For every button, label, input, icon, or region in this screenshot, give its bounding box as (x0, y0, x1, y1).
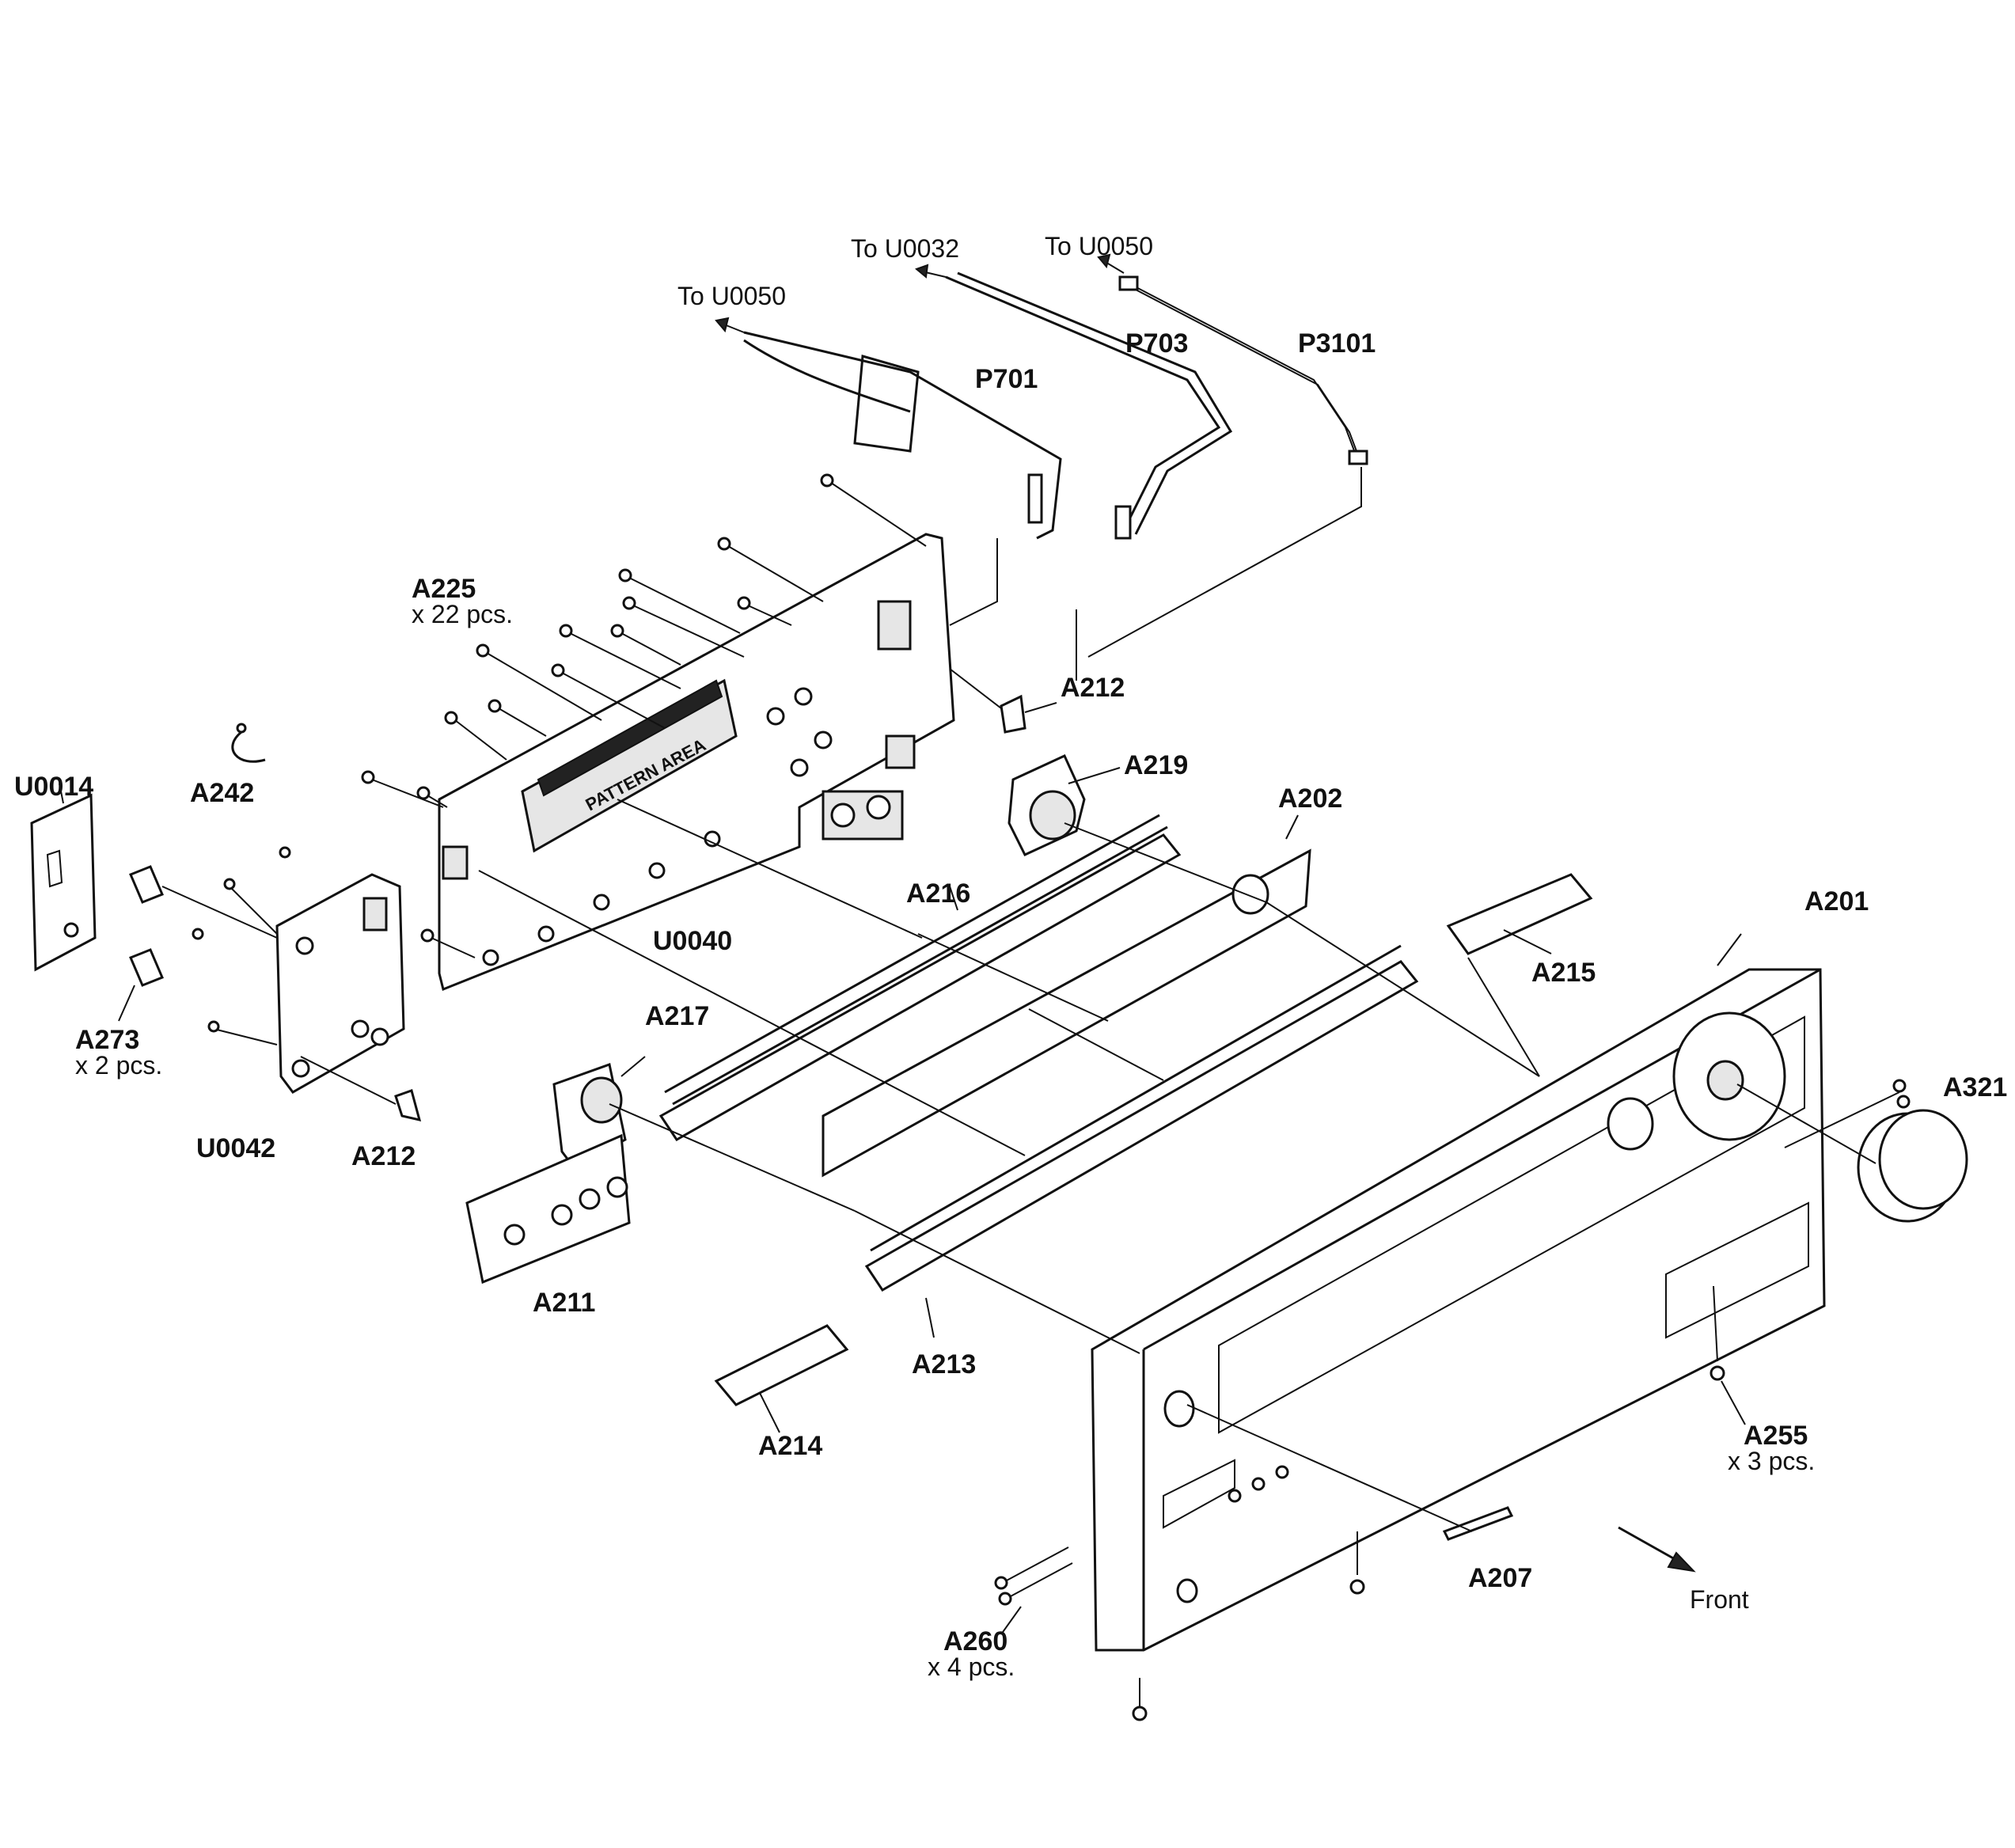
label-a215: A215 (1531, 958, 1596, 988)
label-a201: A201 (1804, 886, 1869, 916)
screws-a260 (994, 1546, 1148, 1721)
label-a260: A260 (943, 1626, 1008, 1656)
label-u0014: U0014 (14, 772, 93, 802)
part-a211 (465, 1133, 631, 1284)
screws-a225 (361, 473, 927, 958)
board-u0014 (30, 783, 97, 972)
label-a255-qty: x 3 pcs. (1728, 1447, 1815, 1475)
label-a214: A214 (758, 1431, 822, 1461)
front-arrow-icon (1618, 1526, 1696, 1573)
cable-routing-lines (949, 467, 1362, 681)
window-a202 (822, 814, 1311, 1178)
label-a213: A213 (912, 1349, 976, 1379)
label-u0042: U0042 (196, 1133, 275, 1163)
label-p3101: P3101 (1298, 328, 1376, 359)
label-a212-lower: A212 (351, 1141, 416, 1171)
label-a216: A216 (906, 878, 970, 909)
label-a260-qty: x 4 pcs. (928, 1653, 1015, 1681)
cable-p703 (945, 271, 1233, 540)
part-a215 (1446, 873, 1593, 955)
label-a273: A273 (75, 1025, 139, 1055)
cable-arrow-icons (715, 253, 1125, 333)
label-a217: A217 (645, 1001, 709, 1031)
button-strip-a213 (864, 944, 1419, 1338)
cable-p701 (743, 331, 1062, 540)
label-a242: A242 (190, 778, 254, 808)
label-a219: A219 (1124, 750, 1188, 780)
label-to-u0050-right: To U0050 (1045, 232, 1153, 260)
part-a207 (1186, 1404, 1514, 1541)
label-u0040: U0040 (653, 926, 732, 956)
label-a211: A211 (533, 1288, 595, 1318)
part-a212-upper (949, 668, 1057, 734)
label-a212-upper: A212 (1061, 673, 1125, 703)
main-board-u0040: PATTERN AREA (438, 533, 955, 992)
front-panel-a201 (1091, 968, 1826, 1652)
label-a321: A321 (1943, 1072, 2007, 1102)
screws-a255 (1349, 1285, 1746, 1595)
label-to-u0032: To U0032 (851, 234, 959, 263)
label-front: Front (1690, 1585, 1749, 1614)
knob-a321 (1736, 1079, 1968, 1223)
label-p701: P701 (975, 364, 1038, 394)
part-a212-lower (300, 1056, 422, 1122)
label-a255: A255 (1744, 1421, 1808, 1451)
alignment-lines (478, 799, 1742, 1354)
label-p703: P703 (1125, 328, 1188, 359)
label-to-u0050-left: To U0050 (677, 282, 786, 310)
connectors-a273 (118, 865, 278, 1022)
cable-p3101 (1118, 275, 1368, 465)
label-a207: A207 (1468, 1563, 1532, 1593)
label-a225: A225 (412, 574, 476, 604)
label-a202: A202 (1278, 784, 1342, 814)
label-a273-qty: x 2 pcs. (75, 1051, 162, 1080)
board-u0042 (192, 846, 405, 1094)
label-a225-qty: x 22 pcs. (412, 600, 513, 628)
part-a214 (714, 1324, 849, 1433)
part-a242 (231, 723, 266, 763)
part-a219 (1008, 754, 1121, 856)
